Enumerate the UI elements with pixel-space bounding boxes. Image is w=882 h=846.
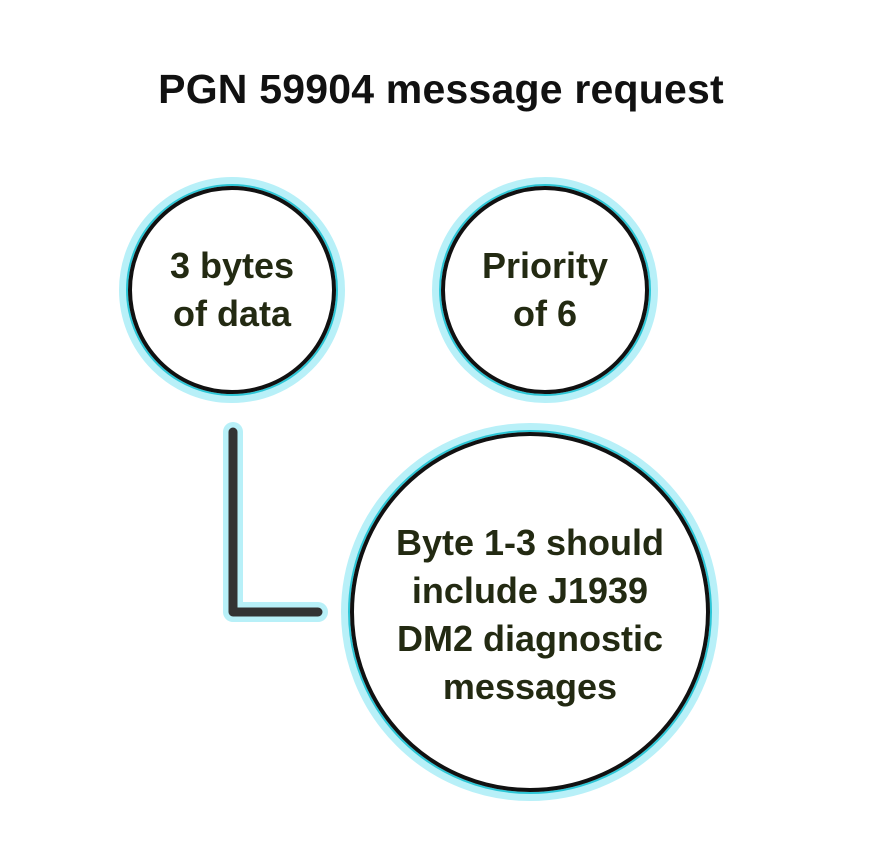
- connector-elbow: [223, 422, 328, 622]
- bubble-line: DM2 diagnostic: [396, 618, 664, 659]
- bubble-byte-content-label: Byte 1-3 should include J1939 DM2 diagno…: [370, 495, 690, 735]
- bubble-line: 3 bytes: [169, 245, 295, 286]
- bubble-byte-content: [341, 423, 719, 801]
- bubble-line: of 6: [512, 293, 577, 334]
- bubble-line: Priority: [481, 245, 609, 286]
- bubble-priority-label: Priority of 6: [445, 190, 645, 390]
- bubble-data-bytes-label: 3 bytes of data: [132, 190, 332, 390]
- bubble-line: of data: [172, 293, 291, 334]
- bubble-line: Byte 1-3 should: [395, 522, 665, 563]
- bubble-line: include J1939: [411, 570, 649, 611]
- bubble-data-bytes: [119, 177, 345, 403]
- page-title: PGN 59904 message request: [158, 66, 724, 112]
- bubble-priority: [432, 177, 658, 403]
- bubble-line: messages: [442, 666, 618, 707]
